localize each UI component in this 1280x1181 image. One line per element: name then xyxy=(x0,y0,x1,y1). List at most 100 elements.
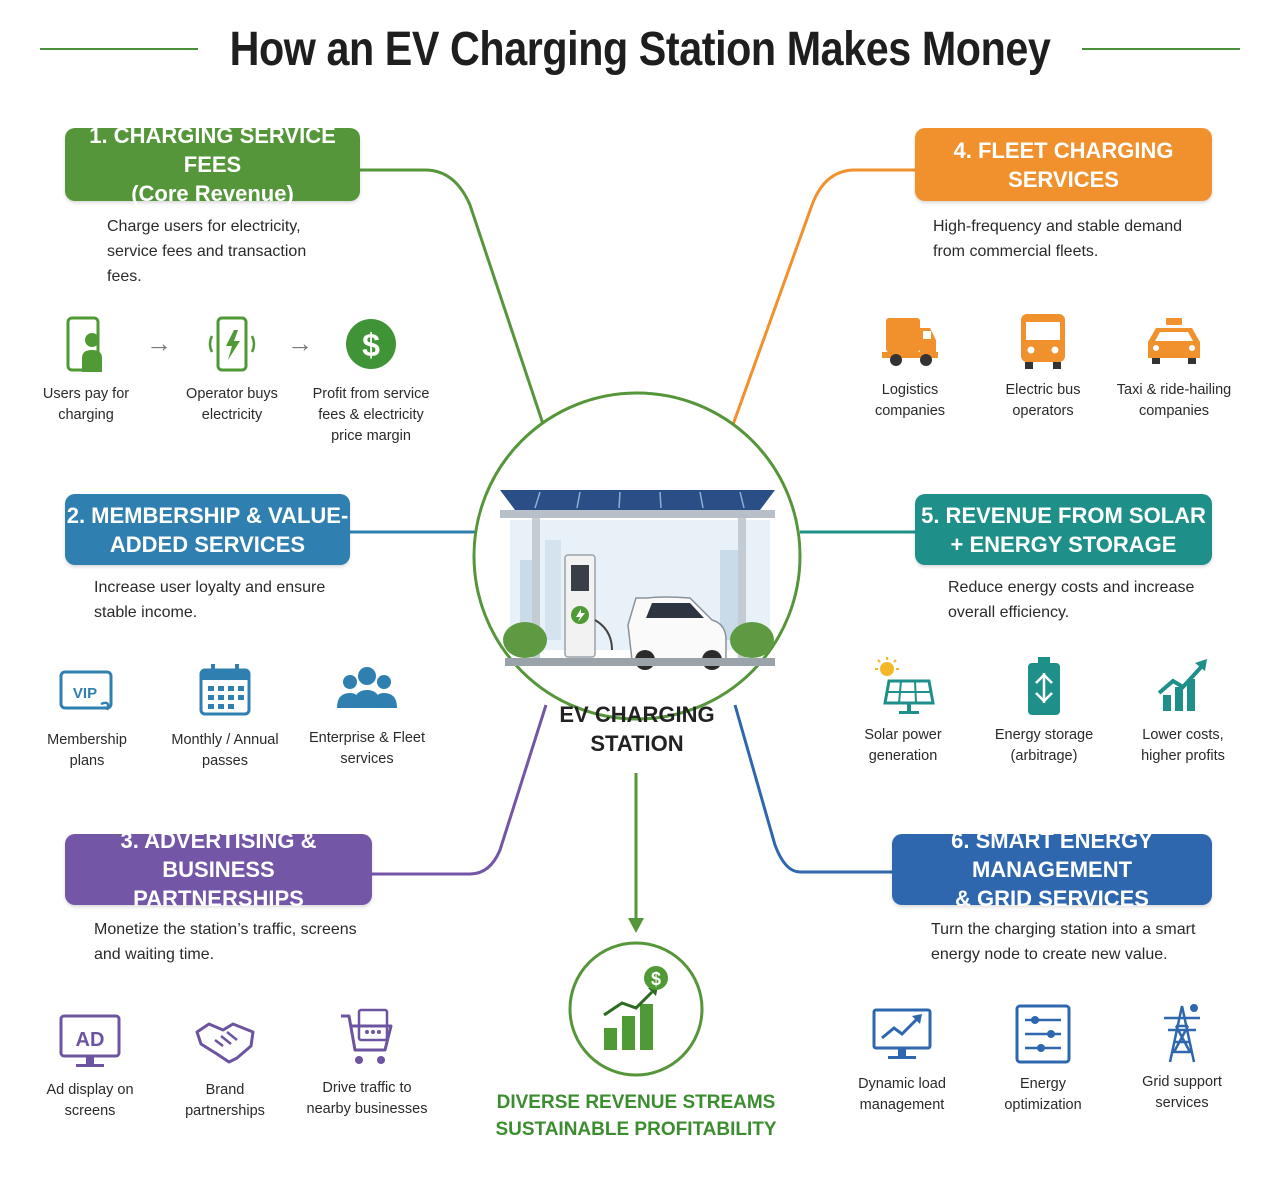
section-1-title-line1: 1. CHARGING SERVICE FEES xyxy=(89,123,336,177)
section-6-title-line1: 6. SMART ENERGY MANAGEMENT xyxy=(951,828,1153,882)
ev-station-illustration xyxy=(500,490,775,670)
title-rule-left xyxy=(40,48,198,50)
bus-icon xyxy=(1021,314,1065,369)
calendar-icon xyxy=(199,664,251,716)
section-3-item-3-label-line1: Drive traffic to xyxy=(322,1080,412,1096)
section-3-header: 3. ADVERTISING & BUSINESS PARTNERSHIPS xyxy=(65,828,372,911)
section-3-desc-line2: and waiting time. xyxy=(94,946,215,963)
section-6-item-3: Grid support services xyxy=(1107,1002,1257,1114)
section-5-desc-line2: overall efficiency. xyxy=(948,604,1070,621)
section-5-title-line2: + ENERGY STORAGE xyxy=(950,531,1177,557)
bottom-label-line2: SUSTAINABLE PROFITABILITY xyxy=(495,1119,777,1140)
power-tower-icon xyxy=(1164,1004,1200,1063)
growth-chart-dollar-icon: $ xyxy=(603,966,668,1050)
section-1-desc-line3: fees. xyxy=(107,268,142,285)
section-1-desc-line1: Charge users for electricity, xyxy=(107,218,301,235)
section-4-item-2-label-line2: operators xyxy=(1012,403,1074,419)
vip-card-icon: VIP xyxy=(59,670,113,711)
section-1-item-3-label-line3: price margin xyxy=(331,428,411,444)
arrow-right-icon: → xyxy=(287,328,313,358)
group-icon xyxy=(337,667,397,708)
section-6-desc-line2: energy node to create new value. xyxy=(931,946,1168,963)
section-4-item-1-label-line1: Logistics xyxy=(881,382,939,398)
section-2-desc-line2: stable income. xyxy=(94,604,198,621)
monitor-chart-icon xyxy=(872,1008,932,1059)
section-5-item-1-label-line2: generation xyxy=(868,748,938,764)
section-5-desc-line1: Reduce energy costs and increase xyxy=(948,579,1195,596)
section-4-item-3-label-line2: companies xyxy=(1138,403,1210,419)
section-4-desc-line1: High-frequency and stable demand xyxy=(933,218,1183,235)
section-5-item-3-label-line2: higher profits xyxy=(1141,748,1225,764)
section-6-item-2: Energy optimization xyxy=(968,1004,1118,1116)
section-6-desc-line1: Turn the charging station into a smart xyxy=(931,921,1196,938)
page-title: How an EV Charging Station Makes Money xyxy=(229,23,1051,76)
section-3-item-1-label-line2: screens xyxy=(64,1103,116,1119)
section-2-description: Increase user loyalty and ensure stable … xyxy=(94,575,325,625)
truck-icon xyxy=(882,318,938,366)
section-5-item-3: Lower costs, higher profits xyxy=(1108,655,1258,767)
connector-s3 xyxy=(372,704,548,876)
section-3-title-line2: PARTNERSHIPS xyxy=(133,886,304,911)
section-5-description: Reduce energy costs and increase overall… xyxy=(948,575,1194,625)
section-6-item-2-label-line2: optimization xyxy=(1004,1097,1082,1113)
section-4-desc-line2: from commercial fleets. xyxy=(933,243,1099,260)
section-1-item-1: Users pay for charging xyxy=(11,314,161,426)
section-3-item-1-label-line1: Ad display on xyxy=(46,1082,134,1098)
section-6-header: 6. SMART ENERGY MANAGEMENT & GRID SERVIC… xyxy=(892,828,1212,911)
growth-chart-icon xyxy=(1157,659,1207,711)
connector-s1 xyxy=(360,168,548,434)
section-2-item-1: VIP Membership plans xyxy=(12,660,162,772)
svg-text:$: $ xyxy=(362,327,380,363)
section-5-item-1-label-line1: Solar power xyxy=(864,727,942,743)
section-3-item-2-label-line1: Brand xyxy=(205,1082,245,1098)
section-3-item-3: Drive traffic to nearby businesses xyxy=(292,1008,442,1120)
svg-text:AD: AD xyxy=(76,1029,105,1051)
dollar-coin-icon: $ xyxy=(346,319,396,369)
section-1-item-2-label-line1: Operator buys xyxy=(186,386,278,402)
section-3-title-line1: 3. ADVERTISING & BUSINESS xyxy=(120,828,317,882)
section-1-item-1-label-line2: charging xyxy=(58,407,114,423)
section-3-item-2: Brand partnerships xyxy=(150,1010,300,1122)
section-4-item-1: Logistics companies xyxy=(835,310,985,422)
section-6-title-line2: & GRID SERVICES xyxy=(955,886,1149,911)
center-label-line2: STATION xyxy=(590,731,684,756)
section-5-title-line1: 5. REVENUE FROM SOLAR xyxy=(921,502,1206,528)
section-2-item-3-label-line2: services xyxy=(340,751,394,767)
section-4-header: 4. FLEET CHARGING SERVICES xyxy=(915,128,1212,201)
section-5-header: 5. REVENUE FROM SOLAR + ENERGY STORAGE xyxy=(915,494,1212,565)
section-6-description: Turn the charging station into a smart e… xyxy=(931,917,1195,967)
solar-panel-icon xyxy=(875,657,935,714)
arrow-right-icon: → xyxy=(146,328,172,358)
svg-text:VIP: VIP xyxy=(73,685,97,702)
phone-charge-icon xyxy=(208,316,256,372)
section-2-header: 2. MEMBERSHIP & VALUE- ADDED SERVICES xyxy=(65,494,350,565)
bottom-label: DIVERSE REVENUE STREAMS SUSTAINABLE PROF… xyxy=(476,1089,796,1143)
section-1-item-3-label-line2: fees & electricity xyxy=(318,407,424,423)
svg-text:$: $ xyxy=(651,969,661,989)
section-1-item-2-label-line2: electricity xyxy=(201,407,263,423)
section-2-item-3-label-line1: Enterprise & Fleet xyxy=(308,730,426,746)
section-2-desc-line1: Increase user loyalty and ensure xyxy=(94,579,326,596)
section-6-item-1-label-line2: management xyxy=(859,1097,945,1113)
battery-icon xyxy=(1028,657,1060,715)
shopping-cart-icon xyxy=(341,1008,393,1064)
section-1-header: 1. CHARGING SERVICE FEES (Core Revenue) xyxy=(65,123,360,206)
section-1-title-line2: (Core Revenue) xyxy=(131,181,294,206)
section-4-item-3-label-line1: Taxi & ride-hailing xyxy=(1116,382,1232,398)
section-1-item-1-label-line1: Users pay for xyxy=(42,386,130,402)
section-6-item-1: Dynamic load management xyxy=(827,1004,977,1116)
section-5-item-1: Solar power generation xyxy=(828,655,978,767)
section-5-item-2-label-line2: (arbitrage) xyxy=(1010,748,1078,764)
section-4-description: High-frequency and stable demand from co… xyxy=(933,214,1182,264)
section-4-title-line1: 4. FLEET CHARGING xyxy=(953,137,1174,163)
section-4-item-1-label-line2: companies xyxy=(874,403,946,419)
center-label: EV CHARGING STATION xyxy=(537,700,737,758)
phone-user-icon xyxy=(66,316,102,372)
section-4-item-3: Taxi & ride-hailing companies xyxy=(1099,310,1249,422)
section-1-desc-line2: service fees and transaction xyxy=(107,243,307,260)
section-4-item-2-label-line1: Electric bus xyxy=(1005,382,1081,398)
section-6-item-3-label-line1: Grid support xyxy=(1142,1074,1222,1090)
connector-s6 xyxy=(733,704,892,874)
section-1-description: Charge users for electricity, service fe… xyxy=(107,214,306,289)
section-6-item-3-label-line2: services xyxy=(1155,1095,1209,1111)
